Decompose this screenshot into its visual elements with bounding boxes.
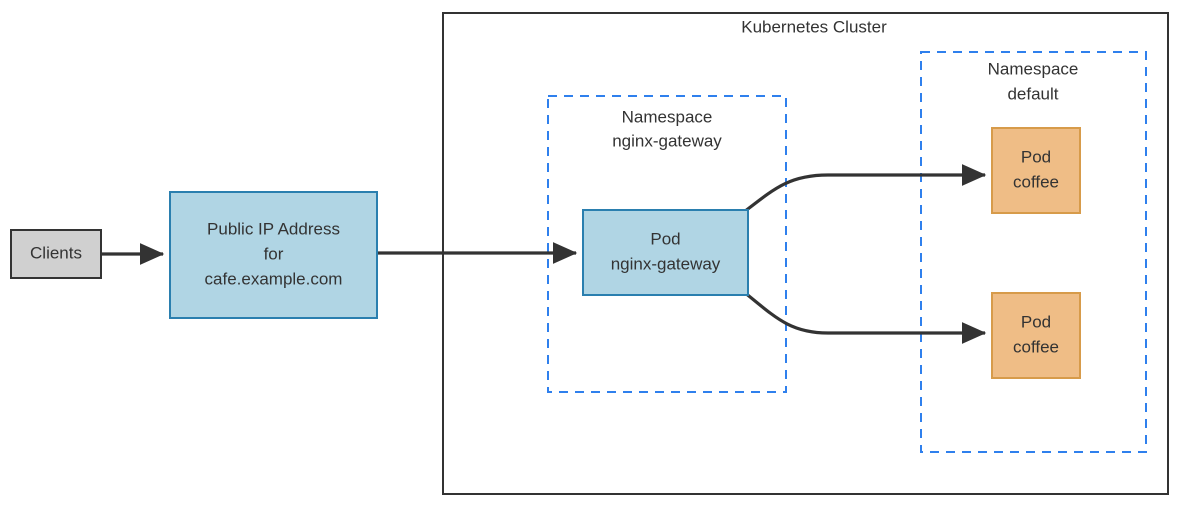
pod-coffee-1: Pod coffee (991, 127, 1081, 214)
pod-nginx-gateway-rect (582, 209, 749, 296)
connector-gateway-to-coffee-2 (742, 290, 987, 344)
connectors (101, 164, 987, 344)
pod-nginx-gateway-label-line-2: nginx-gateway (611, 254, 721, 273)
namespace-default-label-line-1: Namespace (988, 59, 1079, 78)
pod-coffee-1-label-line-1: Pod (1021, 147, 1051, 166)
namespace-default-boundary (920, 51, 1147, 453)
public-ip-box-rect (169, 191, 378, 319)
cluster-title: Kubernetes Cluster (741, 17, 887, 36)
pod-coffee-1-rect (991, 127, 1081, 214)
connector-gateway-to-coffee-1 (743, 164, 987, 214)
namespace-default-label-line-2: default (1007, 84, 1058, 103)
namespace-nginx-gateway-label-line-1: Namespace (622, 107, 713, 126)
pod-coffee-2-label-line-1: Pod (1021, 312, 1051, 331)
clients-box-label-line-1: Clients (30, 243, 82, 262)
public-ip-box: Public IP Address for cafe.example.com (169, 191, 378, 319)
clients-box-rect (10, 229, 102, 279)
clients-box: Clients (10, 229, 102, 279)
pod-coffee-2: Pod coffee (991, 292, 1081, 379)
nodes: Clients Public IP Address for cafe.example.… (10, 127, 1081, 379)
namespace-nginx-gateway-label-line-2: nginx-gateway (612, 131, 722, 150)
pod-coffee-1-label-line-2: coffee (1013, 172, 1059, 191)
namespace-nginx-gateway-boundary (547, 95, 787, 393)
pod-nginx-gateway-label-line-1: Pod (650, 229, 680, 248)
pod-coffee-2-rect (991, 292, 1081, 379)
public-ip-box-label-line-1: Public IP Address (207, 219, 340, 238)
pod-nginx-gateway: Pod nginx-gateway (582, 209, 749, 296)
pod-coffee-2-label-line-2: coffee (1013, 337, 1059, 356)
namespace-groups: Namespace nginx-gateway Namespace default (547, 51, 1147, 453)
public-ip-box-label-line-3: cafe.example.com (205, 269, 343, 288)
public-ip-box-label-line-2: for (264, 244, 284, 263)
